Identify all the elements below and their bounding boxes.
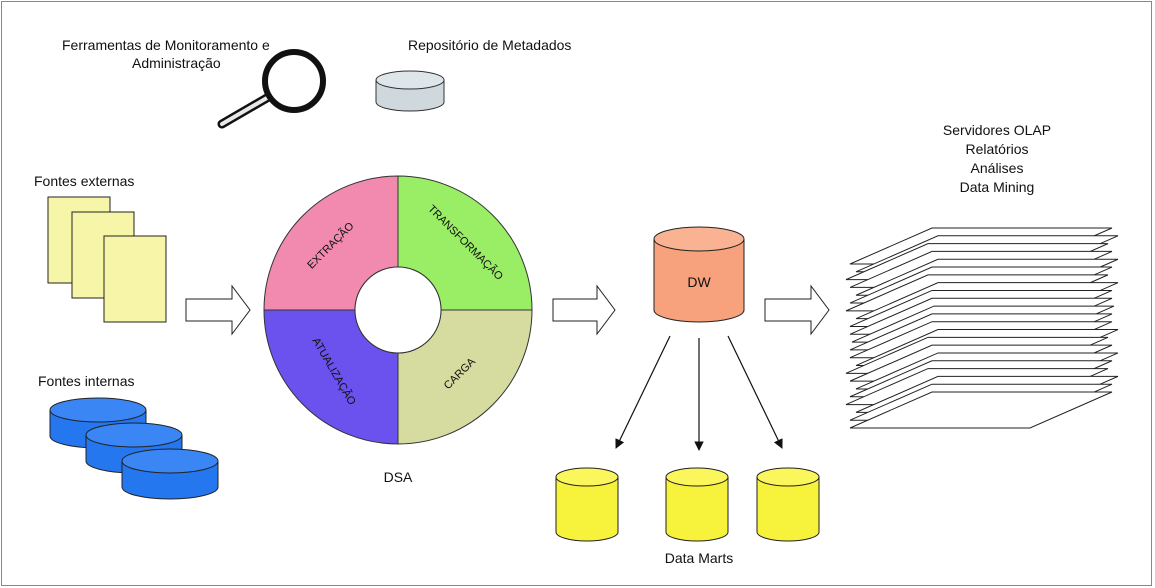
output-label-line4: Data Mining (960, 179, 1035, 195)
magnifier-icon (217, 49, 326, 129)
data-marts-label: Data Marts (665, 550, 733, 566)
report-sheet (849, 391, 1113, 429)
arrow-sources-to-dsa-icon (185, 284, 251, 336)
document-stack-icon (47, 196, 167, 323)
internal-sources-label: Fontes internas (38, 373, 135, 389)
etl-ring (263, 175, 533, 445)
arrow-dw-to-outputs-icon (764, 284, 830, 336)
tools-label-line1: Ferramentas de Monitoramento e (62, 37, 270, 53)
report-stack-icon (845, 227, 1119, 429)
metadata-label: Repositório de Metadados (408, 37, 571, 53)
output-label-line2: Relatórios (965, 141, 1028, 157)
output-label-line3: Análises (971, 160, 1024, 176)
data-mart-1-icon (555, 467, 619, 542)
internal-db-stack-icon (49, 397, 219, 500)
dsa-label: DSA (384, 469, 413, 485)
arrow-dw-to-mart-right-icon (727, 335, 783, 449)
metadata-db-icon (375, 70, 445, 112)
dw-database-icon (653, 226, 745, 323)
data-mart-2-icon (665, 467, 729, 542)
dw-label: DW (687, 274, 711, 290)
arrow-dw-to-mart-left-icon (615, 335, 671, 449)
external-sources-label: Fontes externas (34, 173, 134, 189)
tools-label-line2: Administração (132, 55, 221, 71)
arrow-dsa-to-dw-icon (552, 284, 616, 336)
data-mart-3-icon (756, 467, 820, 542)
output-label-line1: Servidores OLAP (943, 122, 1051, 138)
